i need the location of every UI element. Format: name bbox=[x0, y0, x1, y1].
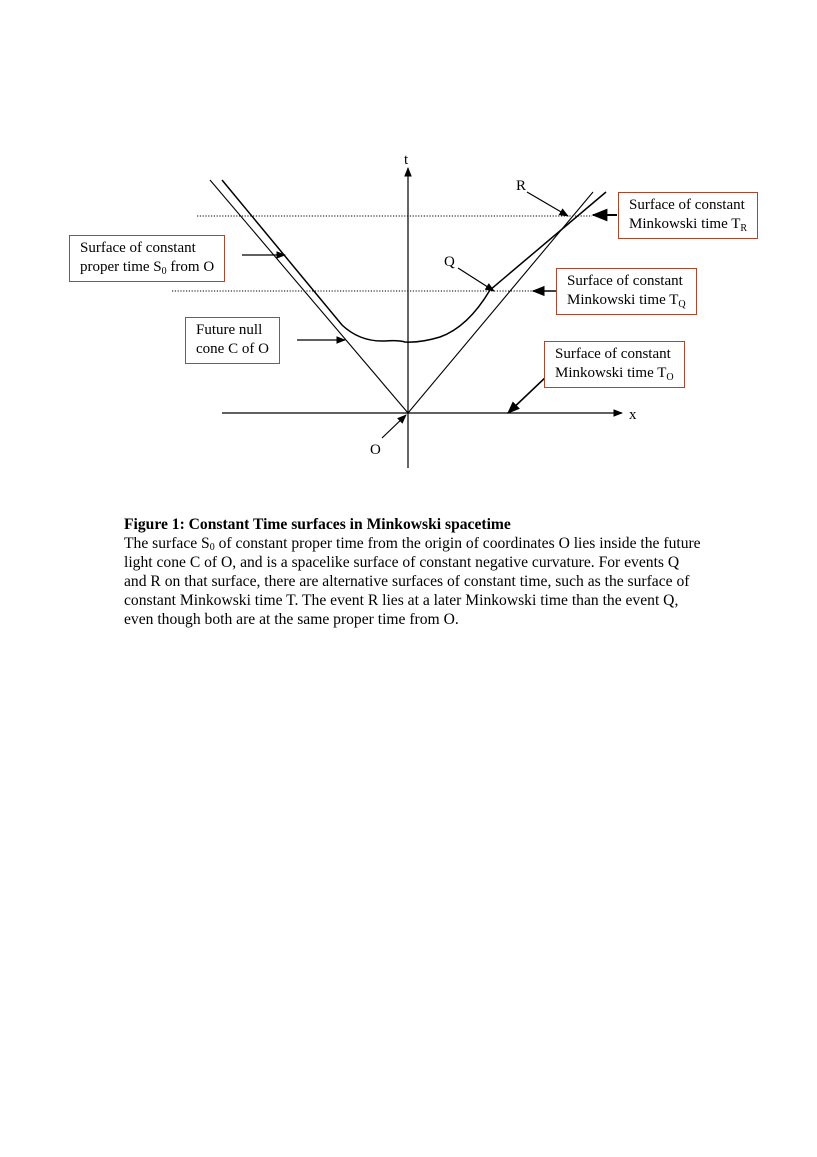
caption-body-subscript: 0 bbox=[209, 542, 215, 553]
box-cone-line1: Future null bbox=[196, 322, 263, 338]
box-tq-subscript: Q bbox=[678, 299, 686, 310]
diagram-svg bbox=[172, 167, 623, 468]
box-cone-line2: cone C of O bbox=[196, 341, 269, 357]
event-r-label: R bbox=[516, 178, 527, 194]
null-cone-left bbox=[209, 179, 409, 414]
box-to-line2: Minkowski time T bbox=[555, 365, 667, 381]
box-minkowski-time-tr: Surface of constant Minkowski time TR bbox=[618, 192, 759, 239]
box-s0-line2-tail: from O bbox=[166, 259, 215, 275]
caption-body: The surface S0 of constant proper time f… bbox=[124, 534, 704, 629]
box-minkowski-time-tq: Surface of constant Minkowski time TQ bbox=[556, 268, 697, 315]
figure-caption: Figure 1: Constant Time surfaces in Mink… bbox=[124, 515, 704, 629]
box-minkowski-time-to: Surface of constant Minkowski time TO bbox=[544, 341, 685, 388]
r-pointer bbox=[526, 191, 569, 217]
box-to-line1: Surface of constant bbox=[555, 346, 671, 362]
box-proper-time-s0: Surface of constant proper time S0 from … bbox=[69, 235, 226, 282]
q-pointer bbox=[457, 267, 495, 292]
spacetime-diagram: t x O R Q Surface of constant Minkowski … bbox=[0, 0, 817, 480]
proper-time-surface bbox=[221, 179, 607, 343]
box-to-subscript: O bbox=[666, 372, 674, 383]
box-s0-line2: proper time S bbox=[80, 259, 162, 275]
x-axis-label: x bbox=[629, 407, 637, 423]
box-tr-subscript: R bbox=[740, 223, 748, 234]
caption-body-part2: of constant proper time from the origin … bbox=[124, 535, 701, 628]
box-tq-line2: Minkowski time T bbox=[567, 292, 679, 308]
caption-title: Figure 1: Constant Time surfaces in Mink… bbox=[124, 516, 511, 533]
box-tq-line1: Surface of constant bbox=[567, 273, 683, 289]
to-box-pointer bbox=[507, 374, 549, 414]
origin-label: O bbox=[370, 442, 381, 458]
t-axis-label: t bbox=[404, 152, 409, 168]
origin-pointer bbox=[381, 414, 407, 439]
caption-body-part1: The surface S bbox=[124, 535, 210, 552]
box-future-null-cone: Future null cone C of O bbox=[185, 317, 280, 364]
box-tr-line2: Minkowski time T bbox=[629, 216, 741, 232]
box-s0-subscript: 0 bbox=[161, 266, 167, 277]
event-q-label: Q bbox=[444, 254, 455, 270]
box-s0-line1: Surface of constant bbox=[80, 240, 196, 256]
box-tr-line1: Surface of constant bbox=[629, 197, 745, 213]
